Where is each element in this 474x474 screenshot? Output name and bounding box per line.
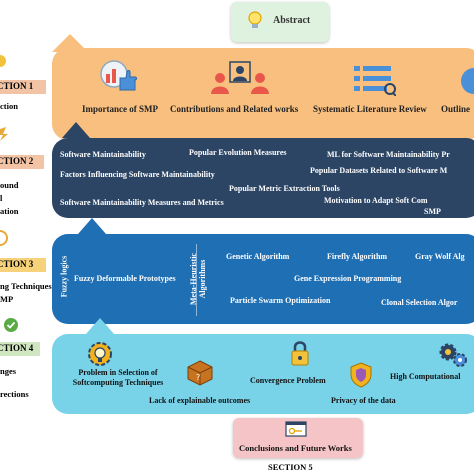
section-3-badge <box>0 258 46 272</box>
section-4-title: SECTION 4 <box>0 343 34 353</box>
section-2-badge <box>0 155 44 169</box>
section-2-item-datasets: Popular Datasets Related to Software M <box>310 166 448 175</box>
section-2-subtitle-line1: ound <box>0 180 19 190</box>
section-2-item-software-maintainability: Software Maintainability <box>60 150 146 159</box>
abstract-label: Abstract <box>273 15 311 26</box>
section-4-panel <box>52 334 474 414</box>
section-1-badge <box>0 80 46 94</box>
section-2-item-motivation: Motivation to Adapt Soft Com <box>324 196 428 205</box>
section-3-item-gene-expression: Gene Expression Programming <box>294 274 402 283</box>
section-3-item-genetic: Genetic Algorithm <box>226 252 290 261</box>
section-3-subtitle-line2: MP <box>0 294 14 304</box>
section-4-item-selection-label: Problem in Selection of Softcomputing Te… <box>72 368 164 387</box>
section-5-title: SECTION 5 <box>268 462 313 472</box>
conclusion-label: Conclusions and Future Works <box>239 443 352 453</box>
section-2-item-measures-metrics: Software Maintainability Measures and Me… <box>60 198 224 207</box>
section-1-item-importance: Importance of SMP <box>82 104 158 114</box>
team-icon <box>208 60 272 103</box>
section-2-item-ml: ML for Software Maintainability Pr <box>327 150 450 159</box>
section-2-title: SECTION 2 <box>0 156 34 166</box>
section-4-badge <box>0 342 40 356</box>
section-3-item-firefly: Firefly Algorithm <box>327 252 388 261</box>
outline-icon <box>460 66 474 101</box>
section-4-item-convergence: Convergence Problem <box>250 376 326 385</box>
section-2-panel <box>52 138 474 218</box>
lock-icon <box>290 340 310 371</box>
section-2-item-smp: SMP <box>424 207 441 216</box>
section-4-subtitle-line2: rections <box>0 389 29 399</box>
section-3-meta-label: Meta-Heuristic Algorithms <box>189 253 207 305</box>
section-1-title: SECTION 1 <box>0 81 34 91</box>
section-3-title: SECTION 3 <box>0 259 34 269</box>
section-1-icon <box>0 55 6 67</box>
section-4-item-privacy: Privacy of the data <box>331 396 396 405</box>
section-3-item-clonal: Clonal Selection Algor <box>381 298 458 307</box>
section-3-icon <box>0 230 8 246</box>
section-4-subtitle-line1: nges <box>0 366 17 376</box>
thumbs-up-chart-icon <box>100 60 138 101</box>
section-3-subtitle-line1: ng Techniques <box>0 281 52 291</box>
section-1-item-slr: Systematic Literature Review <box>313 104 427 114</box>
section-3-panel <box>52 234 474 324</box>
section-2-subtitle-line3: ation <box>0 206 19 216</box>
shield-icon <box>350 362 372 393</box>
section-3-item-pso: Particle Swarm Optimization <box>230 296 331 305</box>
section-3-divider <box>196 244 197 316</box>
section-2-item-extraction-tools: Popular Metric Extraction Tools <box>229 184 340 193</box>
svg-text:?: ? <box>196 373 200 382</box>
section-4-item-computational: High Computational <box>390 372 461 381</box>
section-2-icon <box>0 127 8 141</box>
section-3-fuzzy-item: Fuzzy Deformable Prototypes <box>74 274 176 283</box>
section-1-subtitle: ction <box>0 101 18 111</box>
gear-bulb-icon <box>86 340 114 373</box>
lightbulb-icon <box>247 9 263 36</box>
conclusion-box: Conclusions and Future Works <box>233 418 363 458</box>
section-4-panel-tab <box>86 318 114 334</box>
gears-icon <box>438 342 468 373</box>
list-review-icon <box>354 64 397 101</box>
section-2-subtitle-line2: l <box>0 193 3 203</box>
section-2-panel-tab <box>62 122 90 138</box>
section-1-item-outline: Outline <box>441 104 471 114</box>
section-3-fuzzy-label: Fuzzy logics <box>59 255 69 298</box>
abstract-box: Abstract <box>231 2 329 42</box>
section-1-item-contributions: Contributions and Related works <box>170 104 299 114</box>
puzzle-box-icon: ? <box>187 360 213 391</box>
section-4-item-selection: Problem in Selection of Softcomputing Te… <box>68 368 168 388</box>
section-1-panel-tab <box>52 34 88 52</box>
section-3-panel-tab <box>78 218 106 234</box>
check-circle-icon <box>4 318 18 332</box>
section-3-item-gray-wolf: Gray Wolf Alg <box>415 252 465 261</box>
section-4-item-explainable: Lack of explainable outcomes <box>149 396 251 405</box>
section-2-item-factors: Factors Influencing Software Maintainabi… <box>60 170 215 179</box>
key-screen-icon <box>285 421 307 442</box>
section-2-item-evolution-measures: Popular Evolution Measures <box>189 148 287 157</box>
